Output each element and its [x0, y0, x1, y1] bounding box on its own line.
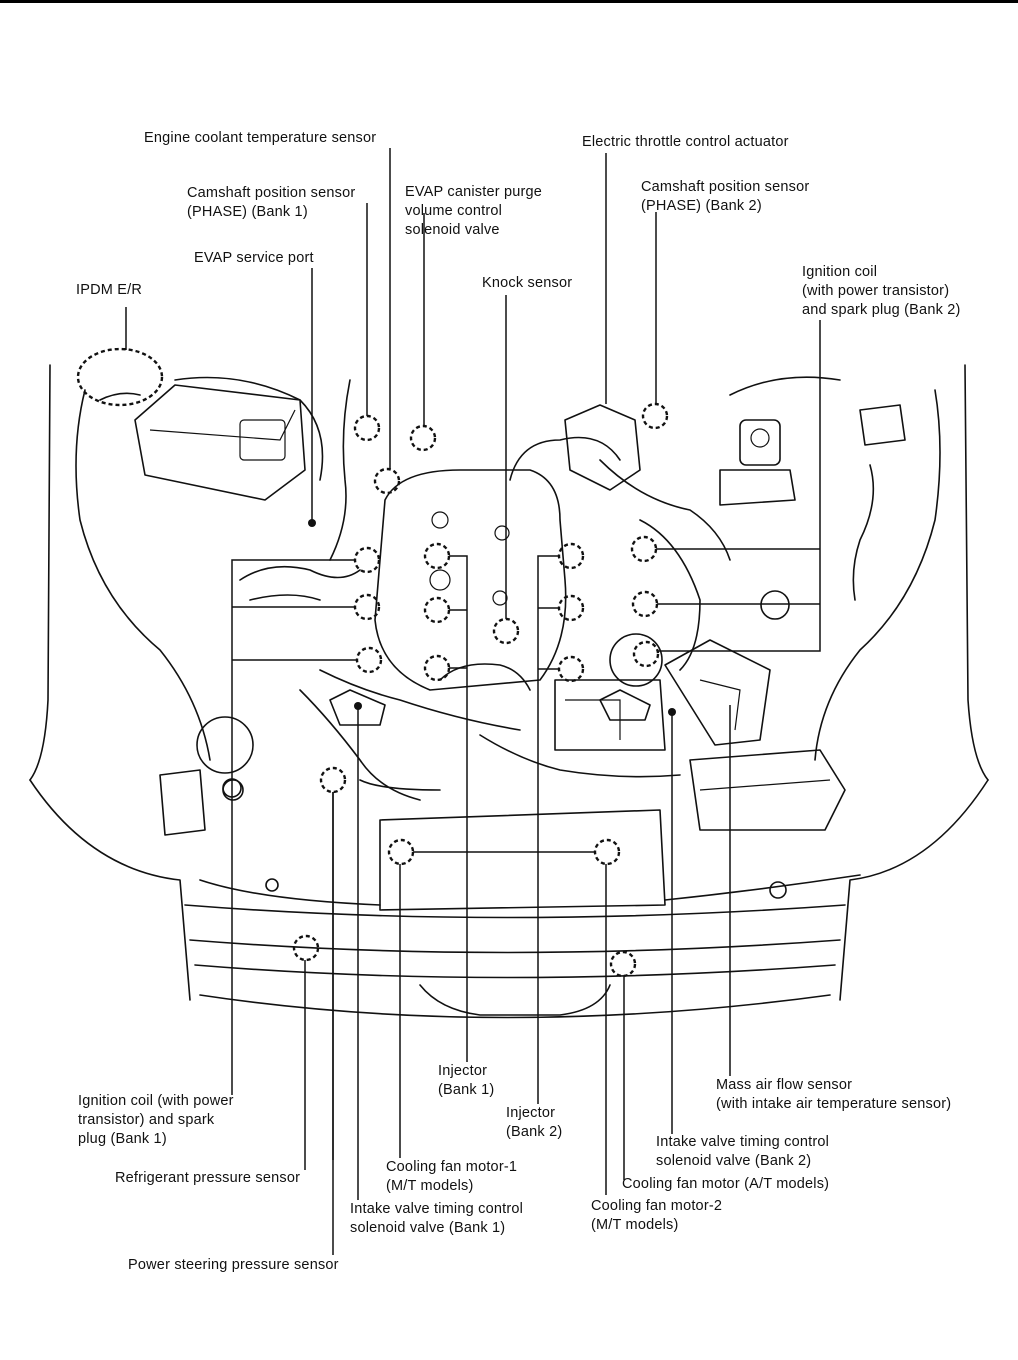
marker-injector-bank2-b	[557, 594, 585, 622]
component-markers	[76, 347, 669, 978]
label-cooling-fan-motor-1: Cooling fan motor-1 (M/T models)	[386, 1159, 518, 1194]
marker-ps-pressure	[292, 934, 320, 962]
label-ivt-solenoid-bank1: Intake valve timing control solenoid val…	[350, 1201, 524, 1236]
marker-ipdm	[76, 347, 164, 407]
marker-injector-bank1-c	[423, 654, 451, 682]
label-injector-bank2: Injector (Bank 2)	[506, 1105, 563, 1140]
label-power-steering-pressure-sensor: Power steering pressure sensor	[128, 1257, 339, 1273]
label-mass-air-flow-sensor: Mass air flow sensor (with intake air te…	[716, 1077, 952, 1112]
marker-injector-bank2-c	[557, 655, 585, 683]
label-cam-sensor-bank1: Camshaft position sensor (PHASE) (Bank 1…	[187, 185, 356, 220]
marker-knock-sensor	[492, 617, 520, 645]
label-ipdm-er: IPDM E/R	[76, 282, 143, 298]
marker-cooling-fan-1	[387, 838, 415, 866]
marker-refrigerant	[319, 766, 347, 794]
label-evap-purge-valve: EVAP canister purge volume control solen…	[405, 184, 543, 238]
marker-injector-bank1-a	[423, 542, 451, 570]
marker-cooling-fan-2	[593, 838, 621, 866]
marker-engine-coolant-temp	[373, 467, 401, 495]
label-ignition-coil-bank2: Ignition coil (with power transistor) an…	[802, 264, 961, 318]
label-electric-throttle-actuator: Electric throttle control actuator	[582, 134, 789, 150]
leader-lines	[125, 148, 821, 1255]
marker-injector-bank1-b	[423, 596, 451, 624]
marker-ignition-bank2-a	[630, 535, 658, 563]
marker-evap-purge	[409, 424, 437, 452]
marker-cam-sensor-bank1	[353, 414, 381, 442]
label-injector-bank1: Injector (Bank 1)	[438, 1063, 495, 1098]
label-knock-sensor: Knock sensor	[482, 275, 573, 291]
label-engine-coolant-temp-sensor: Engine coolant temperature sensor	[144, 130, 377, 146]
page-top-rule	[0, 0, 1018, 3]
engine-bay-outline	[29, 364, 989, 1019]
label-ivt-solenoid-bank2: Intake valve timing control solenoid val…	[656, 1134, 830, 1169]
label-evap-service-port: EVAP service port	[194, 250, 314, 266]
marker-ignition-bank2-b	[631, 590, 659, 618]
label-cooling-fan-motor-at: Cooling fan motor (A/T models)	[622, 1176, 830, 1192]
marker-ignition-bank1-c	[355, 646, 383, 674]
marker-ignition-bank1-a	[353, 546, 381, 574]
marker-cam-sensor-bank2	[641, 402, 669, 430]
marker-cooling-fan-at	[609, 950, 637, 978]
label-cam-sensor-bank2: Camshaft position sensor (PHASE) (Bank 2…	[641, 179, 810, 214]
label-cooling-fan-motor-2: Cooling fan motor-2 (M/T models)	[591, 1198, 723, 1233]
label-ignition-coil-bank1: Ignition coil (with power transistor) an…	[78, 1093, 234, 1147]
marker-ignition-bank2-c	[632, 640, 660, 668]
label-refrigerant-pressure-sensor: Refrigerant pressure sensor	[115, 1170, 301, 1186]
